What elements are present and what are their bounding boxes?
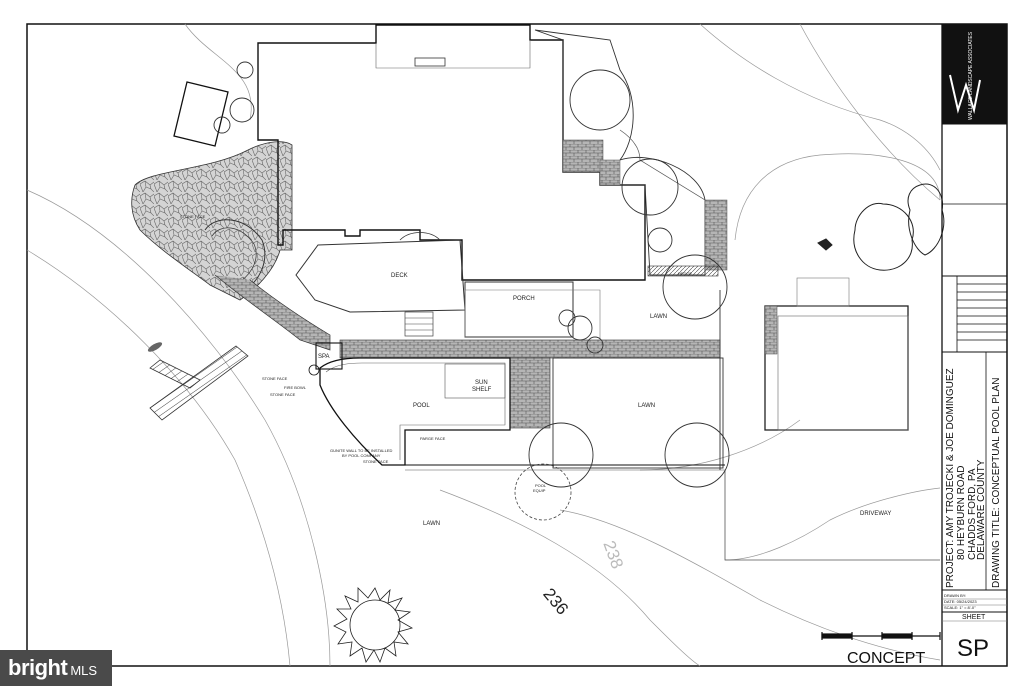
drawn-by: DRAWN BY:: [944, 593, 966, 598]
label-fire-bowl: FIRE BOWL: [284, 385, 307, 390]
firm-name: WALLACE LANDSCAPE ASSOCIATES: [968, 31, 974, 120]
sheet-value: SP: [957, 635, 989, 662]
watermark-suffix: MLS: [70, 662, 98, 678]
lawn-boundary: [552, 357, 724, 469]
label-contour-236: 236: [539, 584, 572, 618]
garage-outline: [764, 305, 909, 431]
pool-paving: [339, 339, 721, 429]
deck-outline: [295, 239, 466, 313]
driveway-edge: [724, 470, 940, 561]
label-gunite-1: GUNITE WALL TO BE INSTALLED: [330, 448, 392, 453]
pool-outline: [319, 357, 511, 466]
label-parge-face: PARGE FACE: [420, 436, 446, 441]
label-hedge: HEDGE: [678, 271, 693, 276]
label-contour-238: 238: [599, 538, 627, 571]
label-pool-equip-1: POOL: [535, 483, 547, 488]
label-lawn-south: LAWN: [423, 521, 440, 527]
label-pool: POOL: [413, 403, 430, 409]
hedge-row: [647, 265, 719, 277]
mls-watermark: bright MLS: [0, 650, 112, 686]
pool-equip-pad: [514, 463, 572, 521]
project-name: PROJECT: AMY TROJECKI & JOE DOMINGUEZ: [945, 368, 956, 588]
ornamental-trees: [817, 183, 945, 271]
curved-steps: [204, 219, 266, 291]
label-stone-face-4: STONE FACE: [363, 459, 389, 464]
garage-inner: [777, 315, 909, 431]
label-pool-equip-2: EQUIP: [533, 488, 546, 493]
garage-pad: [796, 277, 850, 307]
spiky-tree: [333, 587, 414, 664]
shed-outline: [173, 81, 229, 147]
label-spa: SPA: [318, 354, 330, 360]
date: DATE: 05/24/2023: [944, 599, 977, 604]
label-lawn-north: LAWN: [650, 314, 667, 320]
spa-outline: [315, 342, 343, 370]
label-porch: PORCH: [513, 296, 535, 302]
sheet-label: SHEET: [962, 614, 986, 621]
scale-bar: [821, 632, 941, 640]
county: DELAWARE COUNTY: [976, 459, 987, 560]
label-shelf: SHELF: [472, 387, 492, 393]
label-stone-face-3: STONE FACE: [270, 392, 296, 397]
site-lines: [26, 23, 941, 667]
label-deck: DECK: [391, 273, 408, 279]
label-sun: SUN: [475, 380, 488, 386]
drawing-title: DRAWING TITLE: CONCEPTUAL POOL PLAN: [991, 378, 1002, 588]
label-stone-face-1: STONE FACE: [180, 214, 206, 219]
title-block: WALLACE LANDSCAPE ASSOCIATES PROJECT: AM…: [847, 24, 1008, 667]
dock: [147, 342, 249, 421]
label-stone-face-2: STONE FACE: [262, 376, 288, 381]
concept-stamp: CONCEPT: [847, 650, 925, 667]
scale: SCALE: 1" = 8'-0": [944, 605, 976, 610]
address-line-1: 80 HEYBURN ROAD: [956, 466, 967, 560]
sun-shelf: [444, 363, 506, 399]
flagstone-patio: [131, 141, 293, 301]
label-lawn-east: LAWN: [638, 403, 655, 409]
ne-patio: [534, 29, 706, 276]
address-line-2: CHADDS FORD, PA: [967, 468, 978, 560]
label-gunite-2: BY POOL COMPANY: [342, 453, 381, 458]
label-driveway: DRIVEWAY: [860, 511, 891, 517]
trees: [213, 61, 730, 488]
curved-walk: [214, 274, 331, 351]
watermark-brand: bright: [8, 655, 68, 680]
